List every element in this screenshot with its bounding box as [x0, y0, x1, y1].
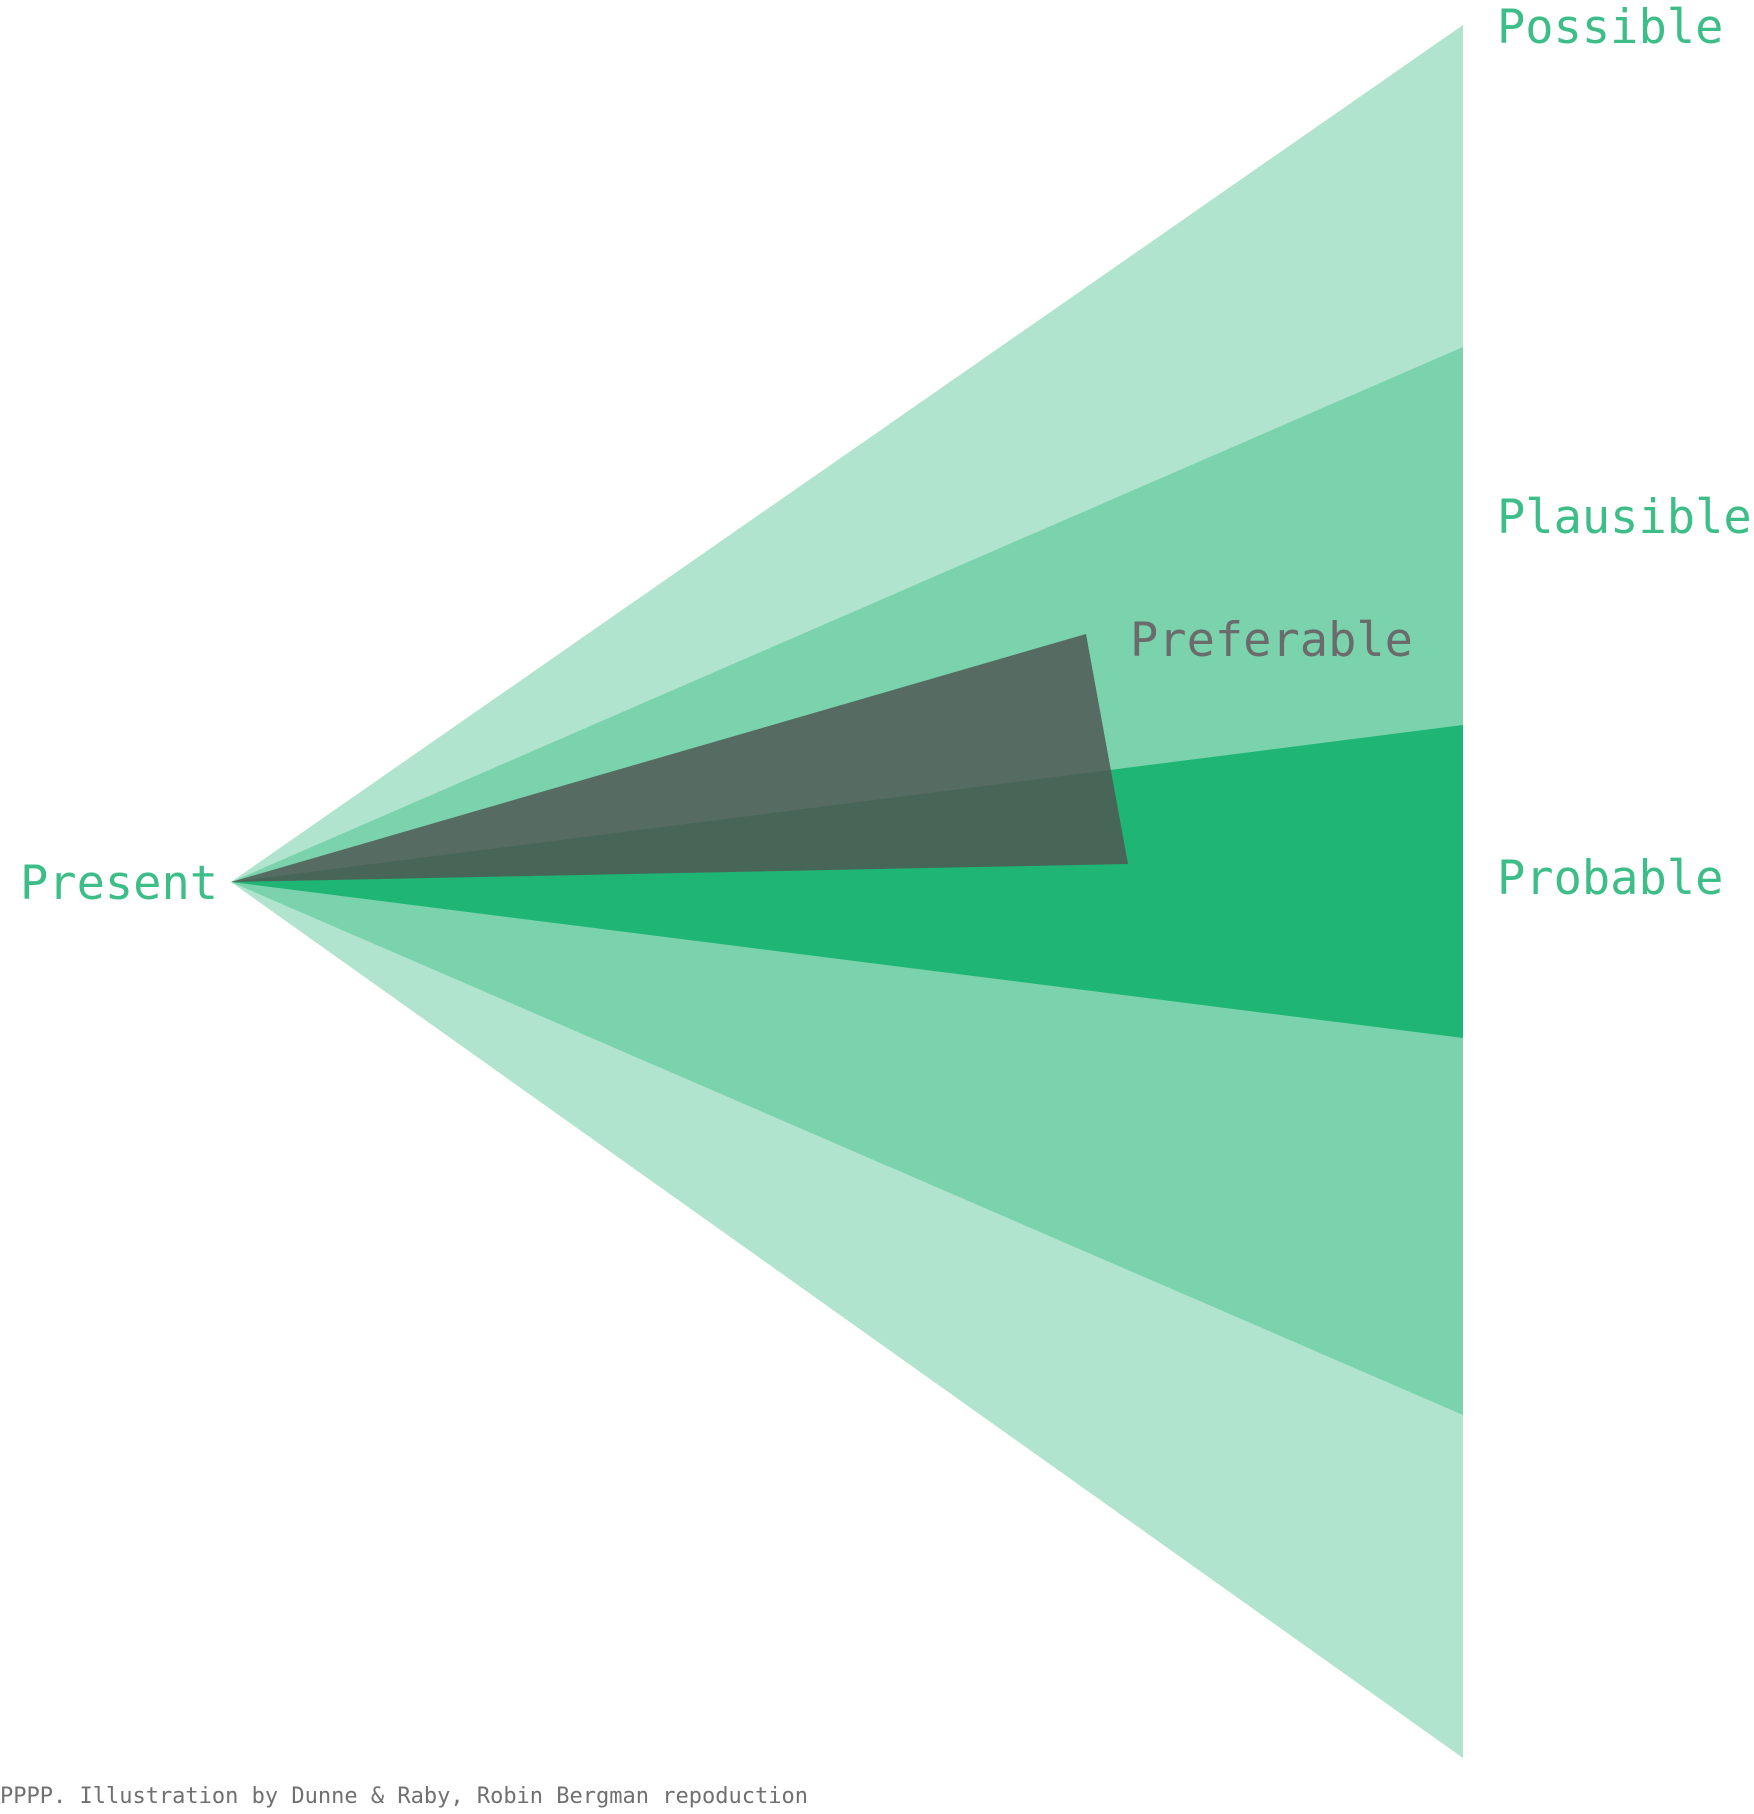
possible-label: Possible: [1497, 0, 1724, 55]
probable-cone: [231, 725, 1463, 1038]
caption: PPPP. Illustration by Dunne & Raby, Robi…: [0, 1784, 808, 1809]
preferable-cone: [231, 634, 1128, 882]
plausible-label: Plausible: [1497, 490, 1752, 545]
present-label: Present: [20, 856, 219, 911]
probable-label: Probable: [1497, 851, 1724, 906]
preferable-label: Preferable: [1130, 613, 1413, 668]
